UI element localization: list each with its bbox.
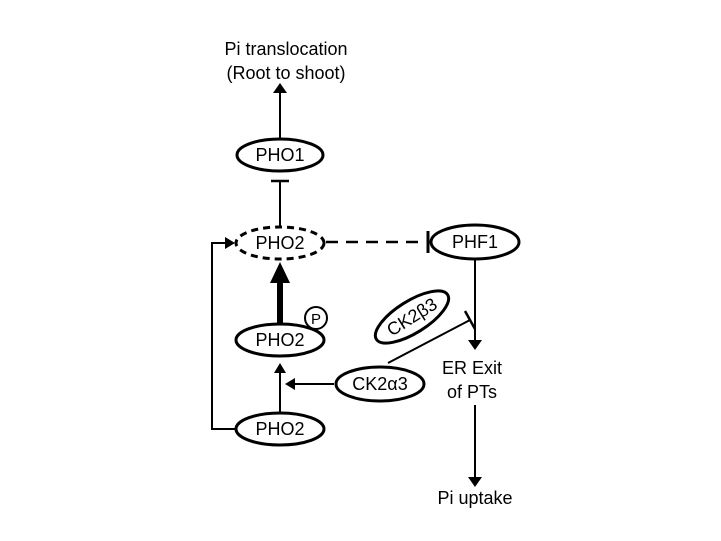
arrowhead-er-exit xyxy=(468,340,482,350)
node-ck2a3-ellipse xyxy=(334,365,426,403)
inhibit-ck2a3-to-phf1-path xyxy=(387,319,471,364)
er-exit-line1: ER Exit xyxy=(442,358,502,378)
node-pho2-dashed-ellipse xyxy=(234,225,326,261)
arrowhead-ck2a3 xyxy=(285,378,295,390)
arrowhead-loop xyxy=(225,237,235,249)
thick-arrowhead-pho2 xyxy=(270,262,290,283)
node-pho2-dashed-label: PHO2 xyxy=(255,233,304,253)
node-phf1-label: PHF1 xyxy=(452,232,498,252)
node-pho2-phos-label: PHO2 xyxy=(255,330,304,350)
phospho-circle xyxy=(304,306,328,330)
node-pho1-label: PHO1 xyxy=(255,145,304,165)
phospho-label: P xyxy=(311,311,321,328)
er-exit-line2: of PTs xyxy=(447,382,497,402)
arrowhead-uptake xyxy=(468,477,482,487)
node-pho2-bottom-label: PHO2 xyxy=(255,419,304,439)
node-pho1-ellipse xyxy=(235,137,325,173)
node-pho2-phos-ellipse xyxy=(234,322,326,358)
title-line2: (Root to shoot) xyxy=(226,63,345,83)
arrowhead-translocation xyxy=(273,83,287,93)
inhibit-bar-er-path xyxy=(463,310,477,330)
pi-uptake-label: Pi uptake xyxy=(437,488,512,508)
title-line1: Pi translocation xyxy=(224,39,347,59)
node-ck2b3: CK2β3 xyxy=(373,289,451,345)
node-ck2a3-label: CK2α3 xyxy=(352,374,407,394)
loop-pho2-to-pho2-dashed xyxy=(211,242,236,430)
arrowhead-pho2p xyxy=(274,363,286,373)
